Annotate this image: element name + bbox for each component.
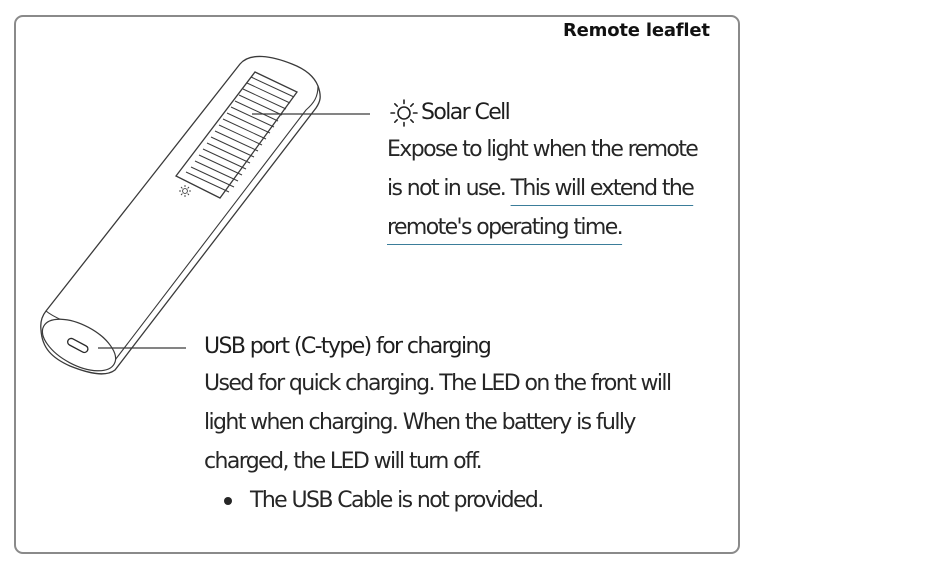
usb-desc-line-2: light when charging. When the battery is… [204, 410, 636, 435]
usb-port-heading: USB port (C-type) for charging [204, 334, 492, 359]
solar-desc-line-2: is not in use. This will extend the [387, 169, 732, 208]
usb-desc-line-1: Used for quick charging. The LED on the … [204, 371, 672, 396]
solar-cell-heading: Solar Cell [387, 96, 732, 130]
solar-desc-line-1: Expose to light when the remote [387, 137, 699, 162]
usb-note-bullet: The USB Cable is not provided. [204, 481, 724, 520]
bullet-dot-icon [224, 496, 232, 505]
usb-desc-line-3: charged, the LED will turn off. [204, 449, 483, 474]
leaflet-badge: Remote leaflet [563, 20, 710, 41]
usb-port-icon [66, 337, 89, 354]
usb-port-description: Used for quick charging. The LED on the … [204, 364, 724, 481]
solar-desc-line-3-text: remote's operating time. [387, 215, 624, 240]
usb-port-section: USB port (C-type) for charging Used for … [204, 330, 724, 520]
solar-desc-line-3: remote's operating time. [387, 208, 732, 247]
sun-icon [390, 99, 418, 127]
solar-panel-graphic [175, 71, 298, 199]
remote-body-edge [111, 85, 319, 365]
solar-desc-line-2a: is not in use. [387, 176, 507, 201]
remote-sun-glyph [179, 185, 191, 197]
solar-cell-section: Solar Cell Expose to light when the remo… [387, 96, 732, 247]
solar-cell-title: Solar Cell [421, 100, 511, 125]
solar-desc-line-2b: This will extend the [510, 176, 695, 201]
usb-note-text: The USB Cable is not provided. [250, 488, 544, 513]
solar-cell-description: Expose to light when the remote is not i… [387, 130, 732, 247]
